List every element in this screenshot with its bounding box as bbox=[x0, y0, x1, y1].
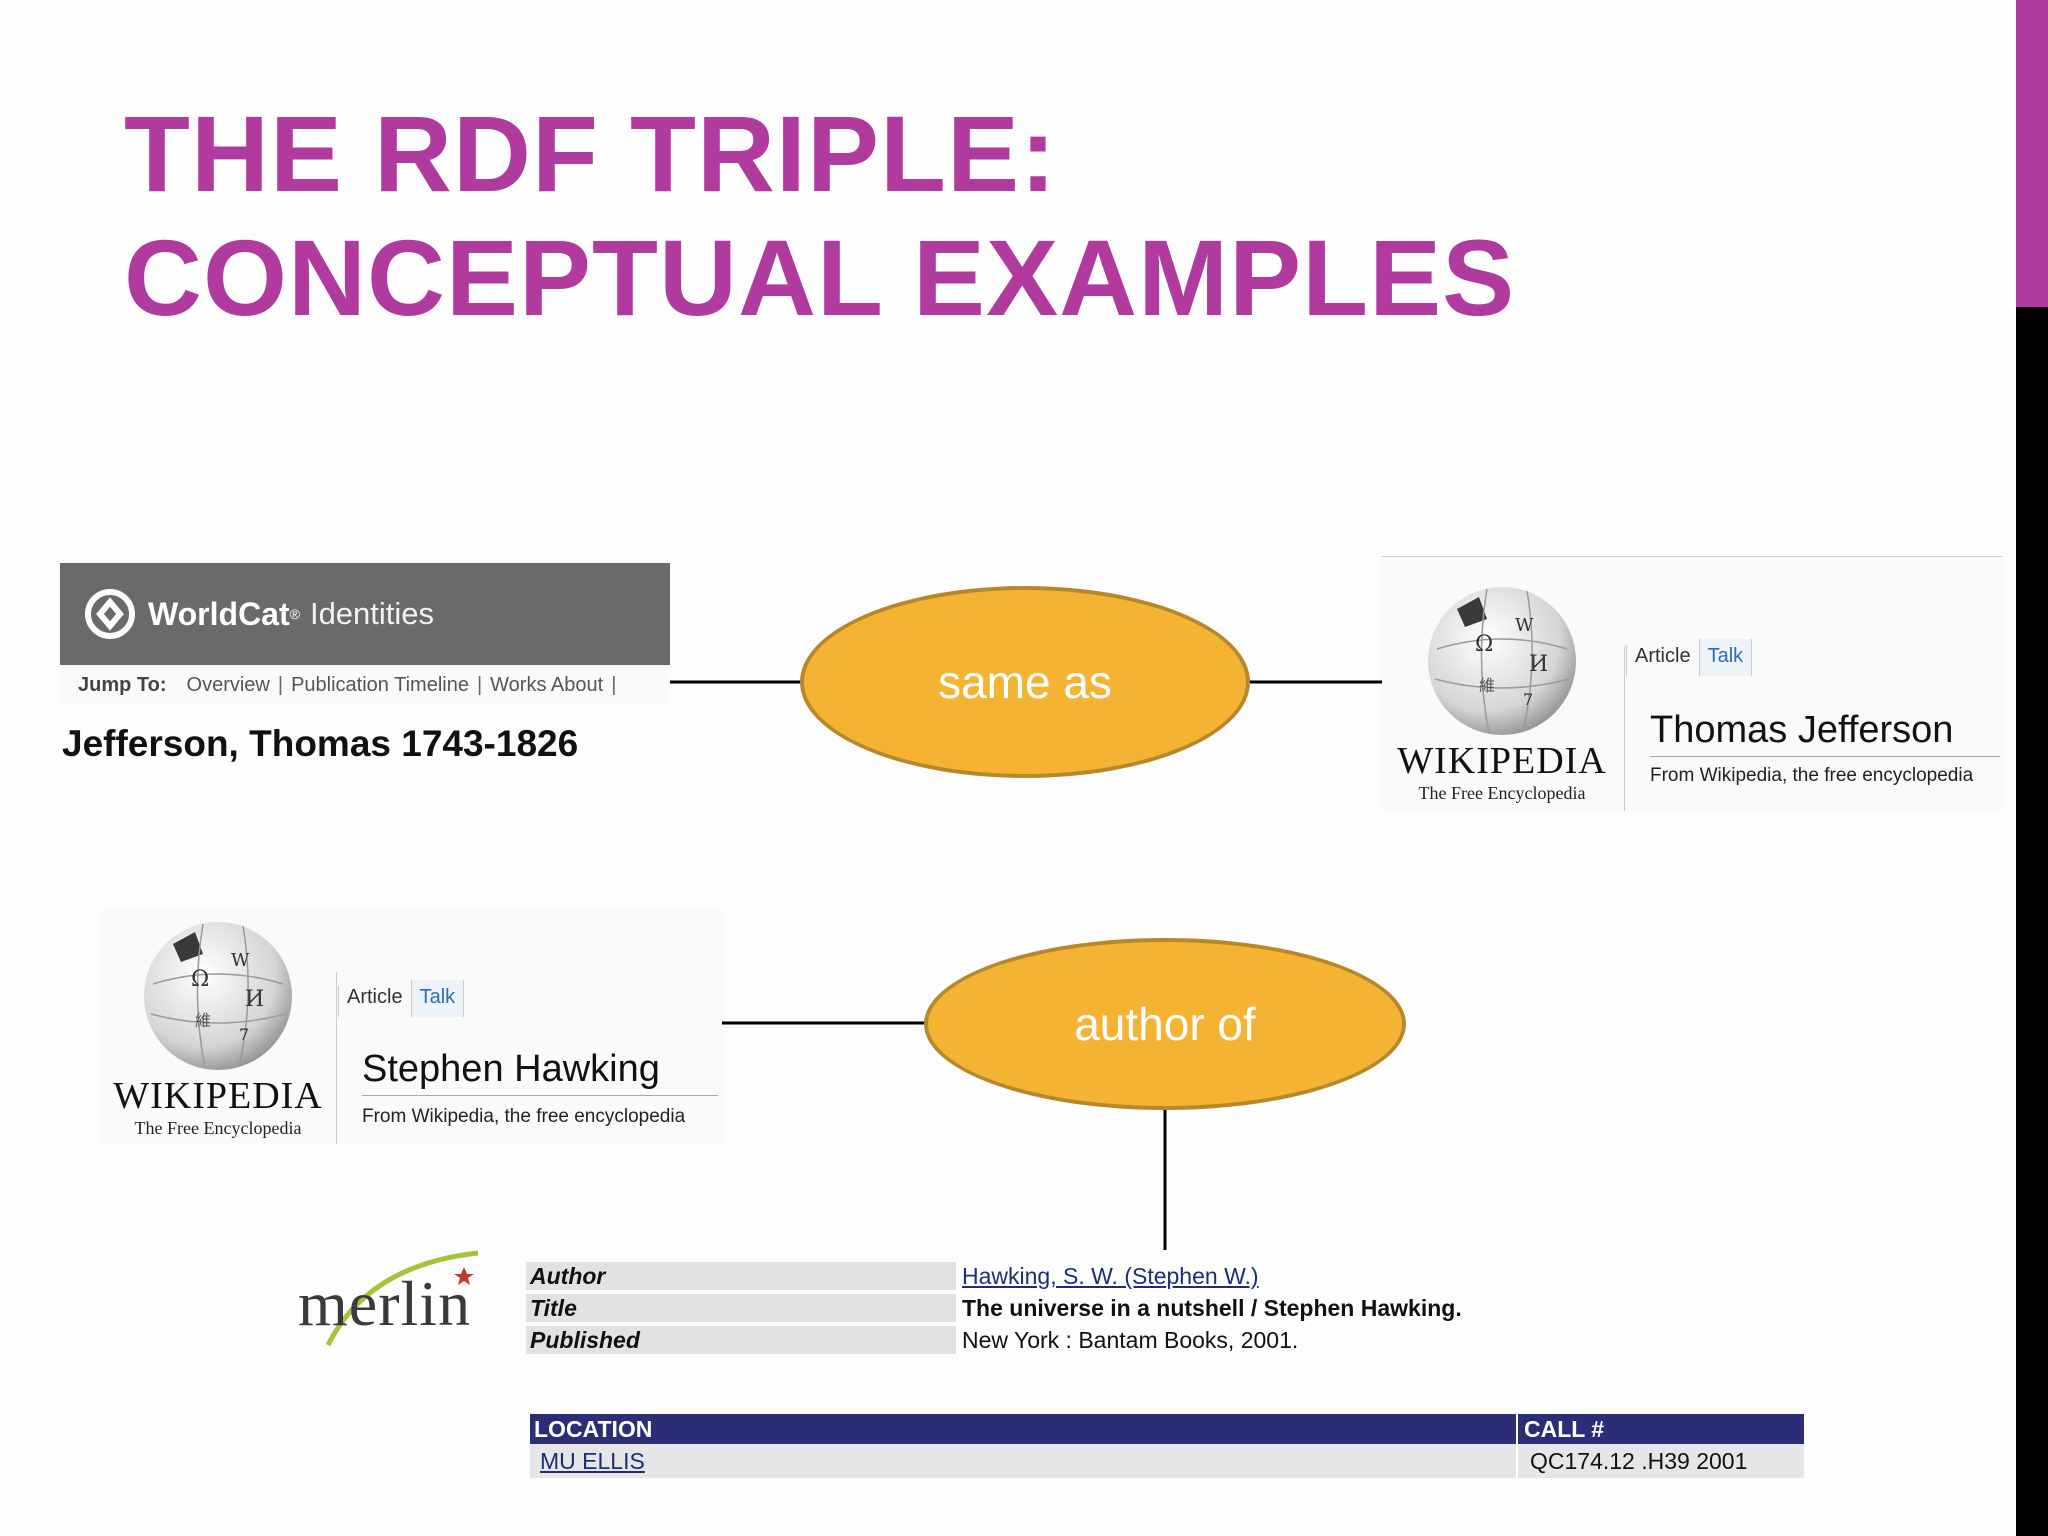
slide-title: THE RDF TRIPLE: CONCEPTUAL EXAMPLES bbox=[124, 92, 1515, 340]
jump-link-overview[interactable]: Overview bbox=[186, 673, 270, 696]
table-row: MU ELLIS QC174.12 .H39 2001 bbox=[530, 1444, 1804, 1478]
jump-to-label: Jump To: bbox=[78, 673, 167, 696]
worldcat-header: WorldCat ® Identities bbox=[60, 563, 670, 665]
holdings-header-row: LOCATION CALL # bbox=[530, 1414, 1804, 1444]
wikipedia-from-line: From Wikipedia, the free encyclopedia bbox=[1650, 765, 1974, 786]
svg-text:Ω: Ω bbox=[1475, 632, 1493, 657]
svg-text:7: 7 bbox=[239, 1025, 249, 1044]
worldcat-reg-mark: ® bbox=[289, 606, 300, 622]
header-location: LOCATION bbox=[530, 1414, 1518, 1444]
svg-text:7: 7 bbox=[1523, 690, 1533, 709]
record-label: Title bbox=[526, 1294, 956, 1322]
wikipedia-tabs: Article Talk bbox=[338, 980, 465, 1017]
wikipedia-tabs: Article Talk bbox=[1626, 639, 1753, 676]
worldcat-swirl-icon bbox=[85, 589, 135, 639]
jump-link-publication-timeline[interactable]: Publication Timeline bbox=[291, 673, 469, 696]
wikipedia-tagline: The Free Encyclopedia bbox=[1418, 783, 1586, 803]
tab-talk[interactable]: Talk bbox=[410, 980, 465, 1017]
merlin-wordmark: merlin bbox=[298, 1268, 472, 1339]
wikipedia-globe-icon: Ω W И 維 7 bbox=[144, 922, 292, 1070]
svg-text:維: 維 bbox=[195, 1011, 211, 1030]
tab-article[interactable]: Article bbox=[1626, 645, 1699, 676]
merlin-swoosh-icon bbox=[325, 1250, 479, 1347]
wikipedia-article-title: Thomas Jefferson bbox=[1650, 709, 2000, 757]
svg-text:W: W bbox=[231, 950, 250, 971]
wikipedia-tagline: The Free Encyclopedia bbox=[134, 1118, 302, 1138]
header-call-number: CALL # bbox=[1524, 1416, 1605, 1442]
wikipedia-globe-icon: Ω W И 維 7 bbox=[1428, 587, 1576, 735]
tab-talk[interactable]: Talk bbox=[1698, 639, 1753, 676]
worldcat-identity-name: Jefferson, Thomas 1743-1826 bbox=[62, 723, 579, 764]
relation-same-as: same as bbox=[800, 586, 1250, 778]
wikipedia-logo[interactable]: Ω W И 維 7 WIKIPEDIA The Free Encyclopedi… bbox=[1382, 557, 1622, 811]
record-published-value: New York : Bantam Books, 2001. bbox=[962, 1327, 1299, 1353]
worldcat-product: Identities bbox=[309, 596, 435, 631]
worldcat-jump-nav: Jump To: Overview | Publication Timeline… bbox=[60, 665, 670, 705]
holdings-table: LOCATION CALL # MU ELLIS QC174.12 .H39 2… bbox=[530, 1414, 1804, 1478]
worldcat-identities-panel: WorldCat ® Identities Jump To: Overview … bbox=[60, 563, 670, 783]
svg-text:И: И bbox=[1529, 652, 1548, 677]
accent-bar bbox=[2016, 0, 2048, 307]
record-title-value: The universe in a nutshell / Stephen Haw… bbox=[962, 1295, 1462, 1321]
record-label: Author bbox=[526, 1262, 956, 1290]
location-link[interactable]: MU ELLIS bbox=[530, 1444, 1518, 1478]
wikipedia-wordmark: WIKIPEDIA bbox=[1397, 740, 1607, 782]
jump-separator: | bbox=[476, 673, 483, 696]
tab-article[interactable]: Article bbox=[338, 986, 411, 1017]
wikipedia-logo[interactable]: Ω W И 維 7 WIKIPEDIA The Free Encyclopedi… bbox=[102, 908, 334, 1144]
wikipedia-article-title: Stephen Hawking bbox=[362, 1048, 718, 1096]
jump-separator: | bbox=[611, 673, 617, 696]
wikipedia-jefferson-panel: Ω W И 維 7 WIKIPEDIA The Free Encyclopedi… bbox=[1382, 556, 2002, 811]
record-row-title: Title The universe in a nutshell / Steph… bbox=[526, 1294, 1462, 1322]
record-author-link[interactable]: Hawking, S. W. (Stephen W.) bbox=[962, 1263, 1259, 1289]
slide-title-line1: THE RDF TRIPLE: bbox=[124, 93, 1057, 214]
svg-text:維: 維 bbox=[1479, 676, 1495, 695]
record-row-author: Author Hawking, S. W. (Stephen W.) bbox=[526, 1262, 1259, 1290]
merlin-logo[interactable]: merlin bbox=[298, 1245, 518, 1355]
wikipedia-from-line: From Wikipedia, the free encyclopedia bbox=[362, 1106, 686, 1127]
record-label: Published bbox=[526, 1326, 956, 1354]
wikipedia-hawking-panel: Ω W И 維 7 WIKIPEDIA The Free Encyclopedi… bbox=[102, 908, 722, 1144]
wikipedia-wordmark: WIKIPEDIA bbox=[113, 1075, 323, 1117]
relation-author-of: author of bbox=[924, 938, 1406, 1110]
svg-text:Ω: Ω bbox=[191, 967, 209, 992]
side-bar bbox=[2016, 307, 2048, 1536]
jump-separator: | bbox=[277, 673, 284, 696]
svg-text:И: И bbox=[245, 987, 264, 1012]
worldcat-logo[interactable]: WorldCat ® Identities bbox=[80, 584, 434, 644]
svg-text:W: W bbox=[1515, 615, 1534, 636]
worldcat-brand: WorldCat bbox=[148, 595, 290, 632]
jump-link-works-about[interactable]: Works About bbox=[490, 673, 604, 696]
record-row-published: Published New York : Bantam Books, 2001. bbox=[526, 1326, 1298, 1354]
slide-title-line2: CONCEPTUAL EXAMPLES bbox=[124, 217, 1516, 338]
call-number-value: QC174.12 .H39 2001 bbox=[1530, 1448, 1748, 1474]
